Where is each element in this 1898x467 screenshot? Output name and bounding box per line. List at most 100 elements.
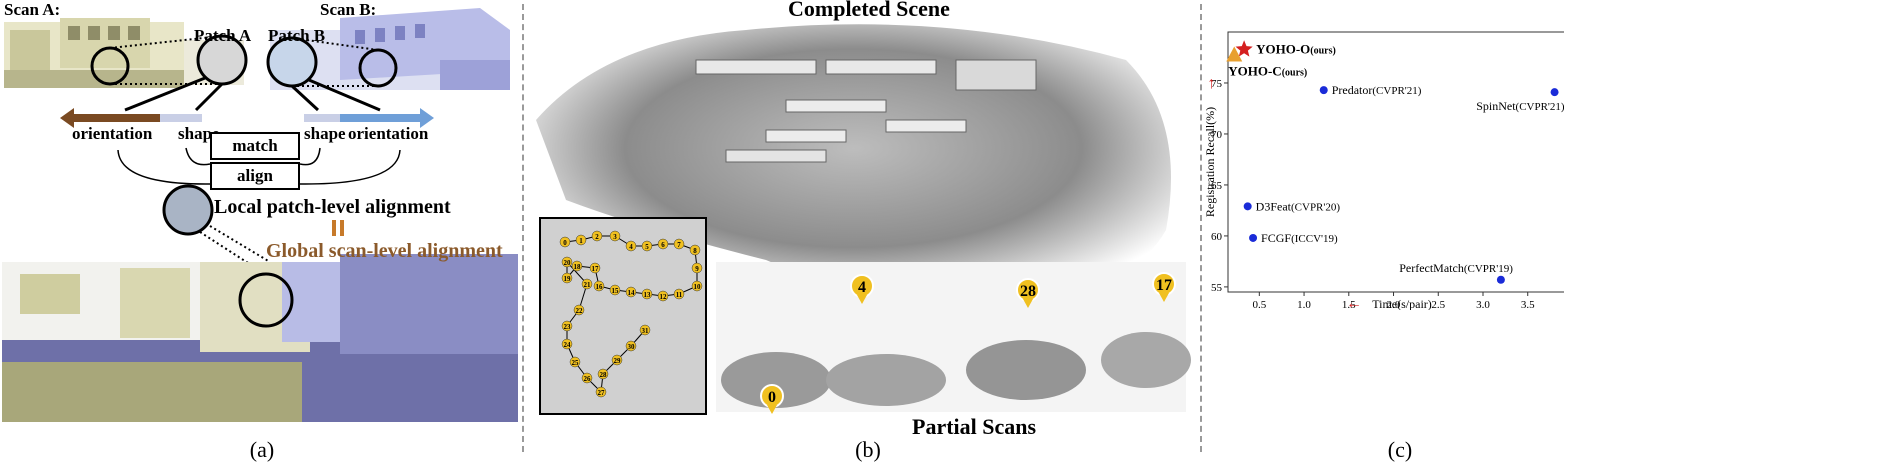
point-spinnet bbox=[1550, 88, 1559, 97]
patch-a-label: Patch A bbox=[194, 26, 252, 45]
partial-scan-markers: 0 4 28 17 bbox=[760, 272, 1176, 414]
map-node-label: 18 bbox=[574, 263, 582, 271]
y-tick-label: 65 bbox=[1211, 180, 1223, 192]
x-tick-label: 0.5 bbox=[1252, 299, 1266, 310]
equivalence-bar-1 bbox=[332, 220, 336, 236]
map-node-22 bbox=[573, 304, 585, 316]
map-node-19 bbox=[561, 272, 573, 284]
local-alignment-label: Local patch-level alignment bbox=[214, 196, 451, 218]
map-node-28 bbox=[597, 368, 609, 380]
x-tick-label: 2.0 bbox=[1387, 299, 1401, 310]
map-node-16 bbox=[593, 280, 605, 292]
point-predator bbox=[1319, 86, 1328, 95]
x-axis-label: Time(s/pair) bbox=[1372, 297, 1432, 310]
scan-marker-pointer bbox=[1159, 293, 1169, 302]
shape-bar-left bbox=[160, 114, 202, 122]
map-node-label: 28 bbox=[600, 371, 608, 379]
map-node-label: 20 bbox=[564, 259, 572, 267]
orientation-bar-right bbox=[340, 114, 420, 122]
point-d3feat bbox=[1243, 202, 1252, 211]
align-box: align bbox=[210, 162, 300, 190]
panel-a: Scan A: Scan B: Patch A Patch B orientat… bbox=[0, 0, 520, 467]
x-tick-label: 1.0 bbox=[1297, 299, 1311, 310]
map-node-8 bbox=[689, 244, 701, 256]
map-node-11 bbox=[673, 288, 685, 300]
scan-marker-label: 17 bbox=[1156, 277, 1172, 294]
panel-a-illustration bbox=[2, 8, 518, 422]
map-node-15 bbox=[609, 284, 621, 296]
map-node-25 bbox=[569, 356, 581, 368]
orientation-right-label: orientation bbox=[348, 124, 429, 143]
scan-marker-label: 0 bbox=[768, 389, 776, 406]
map-node-30 bbox=[625, 340, 637, 352]
map-node-label: 10 bbox=[694, 283, 702, 291]
map-node-label: 25 bbox=[572, 359, 580, 367]
partial-scans-title: Partial Scans bbox=[912, 414, 1037, 439]
map-node-label: 6 bbox=[661, 241, 665, 249]
shape-right-label: shape bbox=[304, 124, 346, 143]
map-node-2 bbox=[591, 230, 603, 242]
map-node-label: 1 bbox=[579, 237, 583, 245]
map-node-31 bbox=[639, 324, 651, 336]
map-node-23 bbox=[561, 320, 573, 332]
label-predator: Predator(CVPR'21) bbox=[1332, 83, 1422, 97]
map-node-12 bbox=[657, 290, 669, 302]
label-d3feat: D3Feat(CVPR'20) bbox=[1256, 199, 1341, 213]
map-node-20 bbox=[561, 256, 573, 268]
map-node-21 bbox=[581, 278, 593, 290]
trajectory-map-inset bbox=[539, 217, 707, 415]
scan-a-image bbox=[4, 18, 244, 88]
map-node-label: 4 bbox=[629, 243, 633, 251]
divider-ab bbox=[522, 4, 524, 452]
map-node-label: 8 bbox=[693, 247, 697, 255]
map-node-17 bbox=[589, 262, 601, 274]
orientation-left-label: orientation bbox=[72, 124, 153, 143]
global-patch-circle bbox=[238, 272, 294, 328]
patch-b-label: Patch B bbox=[268, 26, 326, 45]
y-axis-arrow: → bbox=[1204, 76, 1218, 92]
point-yoho-o bbox=[1235, 40, 1253, 57]
map-node-5 bbox=[641, 240, 653, 252]
point-yoho-c bbox=[1226, 46, 1243, 62]
map-node-label: 15 bbox=[612, 287, 620, 295]
map-node-label: 0 bbox=[563, 239, 567, 247]
map-node-13 bbox=[641, 288, 653, 300]
map-node-label: 19 bbox=[564, 275, 572, 283]
map-node-label: 23 bbox=[564, 323, 572, 331]
map-node-6 bbox=[657, 238, 669, 250]
map-node-3 bbox=[609, 230, 621, 242]
map-node-1 bbox=[575, 234, 587, 246]
map-node-label: 29 bbox=[614, 357, 622, 365]
scan-marker-pointer bbox=[767, 405, 777, 414]
map-node-label: 21 bbox=[584, 281, 592, 289]
map-node-label: 7 bbox=[677, 241, 681, 249]
y-tick-label: 70 bbox=[1211, 129, 1223, 141]
map-node-label: 12 bbox=[660, 293, 668, 301]
partial-scans-strip bbox=[716, 262, 1191, 412]
map-node-7 bbox=[673, 238, 685, 250]
label-yoho-o: YOHO-O(ours) bbox=[1256, 41, 1336, 56]
scan-marker-label: 4 bbox=[858, 279, 866, 296]
map-node-label: 13 bbox=[644, 291, 652, 299]
map-node-0 bbox=[559, 236, 571, 248]
orientation-bar-left bbox=[74, 114, 160, 122]
y-tick-label: 60 bbox=[1211, 231, 1223, 243]
map-node-label: 22 bbox=[576, 307, 584, 315]
map-node-27 bbox=[595, 386, 607, 398]
label-fcgf: FCGF(ICCV'19) bbox=[1261, 231, 1338, 245]
scan-marker-pointer bbox=[857, 295, 867, 304]
shape-left-label: shape bbox=[178, 124, 220, 143]
map-node-9 bbox=[691, 262, 703, 274]
completed-scene-title: Completed Scene bbox=[788, 0, 950, 21]
label-spinnet: SpinNet(CVPR'21) bbox=[1476, 99, 1564, 113]
global-scan-image bbox=[2, 254, 518, 422]
x-tick-label: 1.5 bbox=[1342, 299, 1356, 310]
map-node-label: 16 bbox=[596, 283, 604, 291]
map-node-29 bbox=[611, 354, 623, 366]
label-yoho-c: YOHO-C(ours) bbox=[1228, 63, 1307, 78]
scan-marker-label: 28 bbox=[1020, 283, 1036, 300]
map-node-26 bbox=[581, 372, 593, 384]
